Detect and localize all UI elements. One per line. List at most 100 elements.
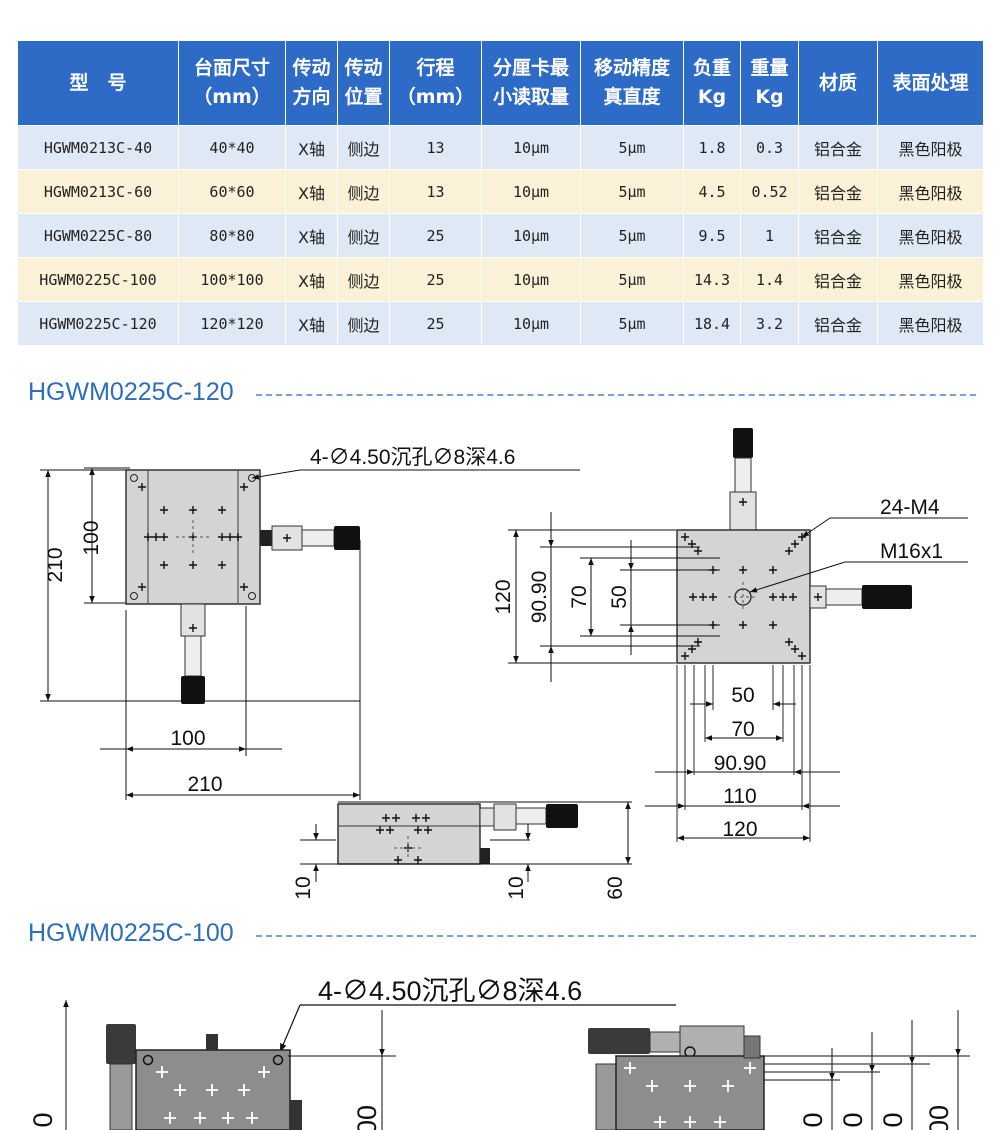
header-cell-line: 小读取量	[492, 86, 569, 108]
table-cell: 1	[740, 213, 799, 258]
table-cell: 侧边	[337, 257, 390, 302]
header-cell-line: 行程	[416, 57, 455, 79]
header-cell-line: 负重	[692, 57, 731, 79]
table-cell: X轴	[285, 169, 338, 214]
table-cell: 黑色阳极	[877, 257, 984, 302]
table-cell: 25	[389, 213, 482, 258]
dim-210-bottom: 210	[187, 773, 222, 796]
table-cell: 14.3	[683, 257, 741, 302]
side-view: 24-M4 M16x1 120 90.90 70 50	[492, 428, 968, 842]
table-cell: 10μm	[481, 257, 581, 302]
table-cell: X轴	[285, 125, 338, 170]
table-cell: HGWM0213C-60	[17, 169, 179, 214]
table-cell: 9.5	[683, 213, 741, 258]
cut-dim-d: 0	[838, 1112, 868, 1127]
table-cell: 铝合金	[798, 125, 878, 170]
header-cell: 负重 Kg	[683, 40, 741, 126]
section-title-120: HGWM0225C-120	[28, 378, 234, 406]
table-cell: HGWM0225C-80	[17, 213, 179, 258]
header-cell-line: （mm）	[396, 86, 475, 108]
dim-10-right: 10	[505, 876, 528, 899]
cut-dim-f: 00	[924, 1105, 954, 1130]
center-note-label: M16x1	[880, 540, 943, 563]
table-cell: 5μm	[580, 301, 684, 346]
micrometer-right	[260, 525, 360, 551]
table-cell: 黑色阳极	[877, 169, 984, 214]
header-cell: 行程 （mm）	[389, 40, 482, 126]
table-cell: HGWM0225C-120	[17, 301, 179, 346]
header-cell: 型 号	[17, 40, 179, 126]
dim-10-left: 10	[292, 876, 315, 899]
section-divider	[256, 394, 976, 396]
hole-note-label-2: 4-∅4.50沉孔∅8深4.6	[318, 976, 582, 1006]
hole-note-label: 4-∅4.50沉孔∅8深4.6	[310, 446, 515, 469]
header-cell-line: 位置	[344, 86, 383, 108]
header-cell-line: 重量	[750, 57, 789, 79]
micrometer-bottom	[180, 603, 206, 704]
cut-dim-a: 0	[28, 1112, 58, 1127]
header-cell: 传动方向	[285, 40, 338, 126]
table-cell: 侧边	[337, 213, 390, 258]
table-cell: 60*60	[178, 169, 286, 214]
table-cell: 1.8	[683, 125, 741, 170]
table-cell: 10μm	[481, 169, 581, 214]
table-cell: 120*120	[178, 301, 286, 346]
dim-60: 60	[604, 876, 627, 899]
cut-dim-e: 0	[878, 1112, 908, 1127]
table-cell: HGWM0213C-40	[17, 125, 179, 170]
dim-120-side: 120	[492, 579, 515, 614]
front-view: 10 10 60	[292, 801, 632, 900]
table-cell: 0.52	[740, 169, 799, 214]
table-cell: X轴	[285, 213, 338, 258]
tap-note-label: 24-M4	[880, 496, 940, 519]
table-cell: 侧边	[337, 301, 390, 346]
table-cell: 3.2	[740, 301, 799, 346]
drawing-hgwm0225c-100: 4-∅4.50沉孔∅8深4.6 0 00	[28, 976, 970, 1130]
header-cell-line: Kg	[697, 86, 727, 108]
table-cell: 1.4	[740, 257, 799, 302]
side-view-2: 0 0 0 00	[588, 1010, 970, 1130]
table-cell: 5μm	[580, 257, 684, 302]
top-view-2: 0 00	[28, 1000, 396, 1130]
section-divider	[256, 935, 976, 937]
mount-holes	[130, 474, 256, 600]
table-cell: 5μm	[580, 125, 684, 170]
dim-50-bottom: 50	[731, 684, 754, 707]
table-cell: 13	[389, 125, 482, 170]
table-cell: 黑色阳极	[877, 213, 984, 258]
table-cell: 铝合金	[798, 169, 878, 214]
table-cell: 25	[389, 301, 482, 346]
header-cell-line: Kg	[755, 86, 784, 108]
cut-dim-c: 0	[798, 1112, 828, 1127]
table-cell: 10μm	[481, 213, 581, 258]
header-cell-line: 真直度	[603, 86, 661, 108]
section-title-100: HGWM0225C-100	[28, 919, 234, 947]
header-cell: 移动精度真直度	[580, 40, 684, 126]
dim-70-side: 70	[568, 585, 591, 608]
table-cell: 黑色阳极	[877, 301, 984, 346]
table-cell: 18.4	[683, 301, 741, 346]
dim-9090-bottom: 90.90	[714, 752, 767, 775]
table-cell: 铝合金	[798, 213, 878, 258]
header-cell: 分厘卡最小读取量	[481, 40, 581, 126]
header-cell: 表面处理	[877, 40, 984, 126]
header-cell: 台面尺寸（mm）	[178, 40, 286, 126]
spec-table: 型 号台面尺寸（mm）传动方向传动位置行程（mm）分厘卡最小读取量移动精度真直度…	[17, 40, 984, 346]
header-cell-line: 传动	[292, 57, 331, 79]
dim-100-bottom: 100	[170, 727, 205, 750]
dim-110-bottom: 110	[723, 785, 756, 808]
header-cell-line: 方向	[292, 86, 331, 108]
table-cell: 铝合金	[798, 301, 878, 346]
table-cell: HGWM0225C-100	[17, 257, 179, 302]
table-cell: 40*40	[178, 125, 286, 170]
table-cell: 4.5	[683, 169, 741, 214]
header-cell-line: （mm）	[193, 86, 271, 108]
table-cell: 80*80	[178, 213, 286, 258]
dim-210-left: 210	[44, 547, 67, 582]
header-cell: 重量 Kg	[740, 40, 799, 126]
